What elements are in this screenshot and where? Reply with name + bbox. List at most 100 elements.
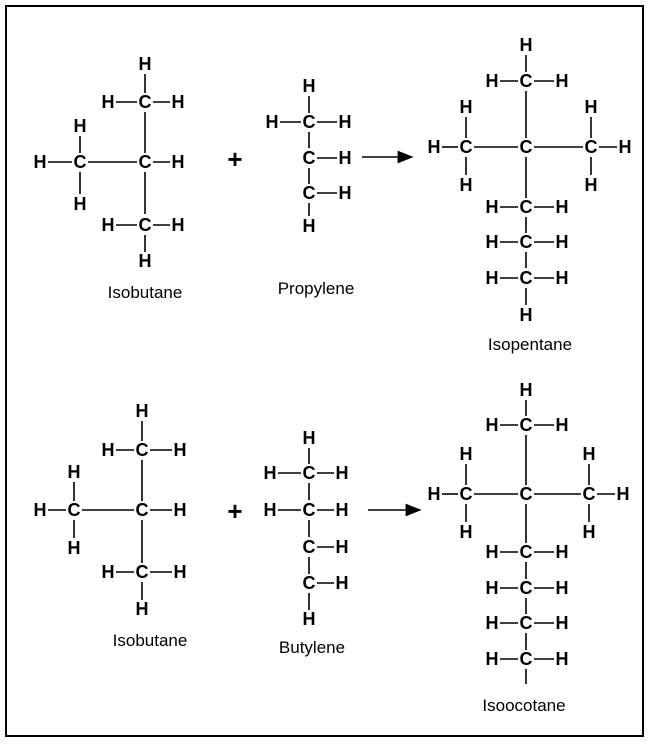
hydrogen-atom: H (34, 152, 47, 172)
hydrogen-atom: H (460, 97, 473, 117)
hydrogen-atom: H (74, 116, 87, 136)
carbon-atom: C (583, 484, 596, 504)
carbon-atom: C (460, 137, 473, 157)
plus-sign-1: + (227, 144, 242, 174)
carbon-atom: C (136, 440, 149, 460)
hydrogen-atom: H (172, 215, 185, 235)
hydrogen-atom: H (460, 444, 473, 464)
hydrogen-atom: H (486, 415, 499, 435)
hydrogen-atom: H (619, 137, 632, 157)
isoocotane-label: Isoocotane (482, 696, 565, 715)
hydrogen-atom: H (264, 463, 277, 483)
carbon-atom: C (520, 649, 533, 669)
hydrogen-atom: H (68, 462, 81, 482)
hydrogen-atom: H (303, 216, 316, 236)
hydrogen-atom: H (585, 97, 598, 117)
hydrogen-atom: H (556, 613, 569, 633)
carbon-atom: C (460, 484, 473, 504)
hydrogen-atom: H (102, 562, 115, 582)
carbon-atom: C (68, 500, 81, 520)
hydrogen-atom: H (486, 578, 499, 598)
hydrogen-atom: H (339, 112, 352, 132)
hydrogen-atom: H (139, 251, 152, 271)
hydrogen-atom: H (617, 484, 630, 504)
carbon-atom: C (303, 573, 316, 593)
hydrogen-atom: H (486, 649, 499, 669)
carbon-atom: C (303, 148, 316, 168)
carbon-atom: C (136, 562, 149, 582)
hydrogen-atom: H (266, 112, 279, 132)
carbon-atom: C (139, 215, 152, 235)
hydrogen-atom: H (172, 152, 185, 172)
hydrogen-atom: H (336, 573, 349, 593)
hydrogen-atom: H (264, 500, 277, 520)
carbon-atom: C (520, 578, 533, 598)
butylene-label: Butylene (279, 638, 345, 657)
hydrogen-atom: H (520, 380, 533, 400)
hydrogen-atom: H (460, 175, 473, 195)
carbon-atom: C (520, 137, 533, 157)
carbon-atom: C (74, 152, 87, 172)
carbon-atom: C (139, 152, 152, 172)
carbon-atom: C (303, 183, 316, 203)
hydrogen-atom: H (74, 194, 87, 214)
hydrogen-atom: H (556, 578, 569, 598)
hydrogen-atom: H (339, 183, 352, 203)
hydrogen-atom: H (303, 428, 316, 448)
carbon-atom: C (520, 415, 533, 435)
hydrogen-atom: H (102, 215, 115, 235)
hydrogen-atom: H (583, 444, 596, 464)
plus-sign-2: + (227, 496, 242, 526)
hydrogen-atom: H (520, 305, 533, 325)
hydrogen-atom: H (486, 197, 499, 217)
hydrogen-atom: H (585, 175, 598, 195)
hydrogen-atom: H (556, 415, 569, 435)
hydrogen-atom: H (136, 401, 149, 421)
carbon-atom: C (520, 542, 533, 562)
carbon-atom: C (520, 71, 533, 91)
hydrogen-atom: H (486, 71, 499, 91)
hydrogen-atom: H (556, 71, 569, 91)
carbon-atom: C (136, 500, 149, 520)
hydrogen-atom: H (460, 522, 473, 542)
hydrogen-atom: H (34, 500, 47, 520)
carbon-atom: C (303, 500, 316, 520)
hydrogen-atom: H (556, 649, 569, 669)
hydrogen-atom: H (336, 463, 349, 483)
diagram-frame (5, 5, 644, 737)
carbon-atom: C (303, 112, 316, 132)
hydrogen-atom: H (139, 54, 152, 74)
carbon-atom: C (520, 613, 533, 633)
hydrogen-atom: H (556, 268, 569, 288)
hydrogen-atom: H (583, 522, 596, 542)
hydrogen-atom: H (336, 500, 349, 520)
hydrogen-atom: H (486, 232, 499, 252)
hydrogen-atom: H (486, 613, 499, 633)
propylene-label: Propylene (278, 279, 355, 298)
hydrogen-atom: H (174, 562, 187, 582)
hydrogen-atom: H (486, 268, 499, 288)
carbon-atom: C (520, 232, 533, 252)
hydrogen-atom: H (336, 537, 349, 557)
hydrogen-atom: H (520, 35, 533, 55)
hydrogen-atom: H (486, 542, 499, 562)
hydrogen-atom: H (136, 599, 149, 619)
hydrogen-atom: H (556, 197, 569, 217)
carbon-atom: C (520, 484, 533, 504)
isopentane-label: Isopentane (488, 335, 572, 354)
hydrogen-atom: H (174, 440, 187, 460)
carbon-atom: C (303, 537, 316, 557)
hydrogen-atom: H (68, 538, 81, 558)
hydrogen-atom: H (339, 148, 352, 168)
hydrogen-atom: H (102, 92, 115, 112)
hydrogen-atom: H (174, 500, 187, 520)
hydrogen-atom: H (556, 232, 569, 252)
